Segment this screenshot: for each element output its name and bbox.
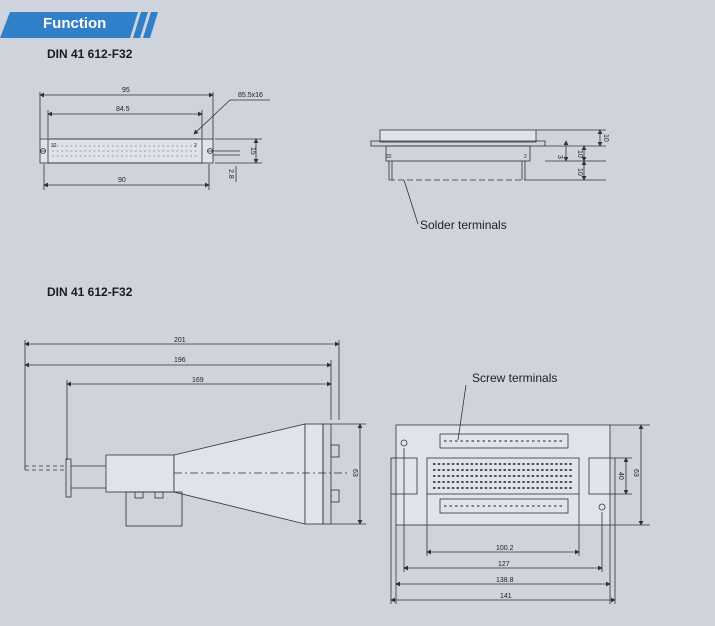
connector-front-view (39, 92, 270, 190)
section2-heading: DIN 41 612-F32 (47, 285, 133, 299)
banner-stripe-2 (143, 12, 158, 38)
dim-196: 196 (174, 357, 186, 364)
dim-15: 15 (249, 147, 256, 155)
dim-141: 141 (500, 593, 512, 600)
section-banner (0, 12, 158, 38)
banner-stripe-1 (133, 12, 148, 38)
dim-63-top: 63 (632, 469, 639, 477)
dim-138-8: 138.8 (496, 577, 514, 584)
dim-100-2: 100.2 (496, 545, 514, 552)
dim-40: 40 (617, 472, 624, 480)
screw-terminals-label: Screw terminals (472, 371, 557, 385)
dim-169: 169 (192, 377, 204, 384)
screw-terminal-rows (444, 440, 564, 507)
side-pin-label-2: 2 (524, 154, 527, 160)
dim-2-8: 2.8 (227, 169, 234, 179)
dim-95: 95 (122, 87, 130, 94)
dim-84-5: 84.5 (116, 106, 130, 113)
dim-10-top: 10 (602, 134, 609, 142)
adapter-side-view (24, 340, 366, 527)
dim-201: 201 (174, 337, 186, 344)
dim-10-mid: 10 (576, 150, 583, 158)
banner-title: Function (43, 15, 107, 32)
pin-label-2: 2 (194, 143, 197, 149)
pin-label-32: 32 (51, 143, 57, 149)
dim-63-side: 63 (351, 469, 358, 477)
dim-90: 90 (118, 177, 126, 184)
dim-127: 127 (498, 561, 510, 568)
dim-hole-size: 85.5x16 (238, 92, 263, 99)
dim-3: 3 (556, 155, 563, 159)
section1-heading: DIN 41 612-F32 (47, 47, 133, 61)
banner-background (0, 12, 138, 38)
adapter-top-view (390, 384, 650, 604)
solder-terminals-label: Solder terminals (420, 218, 507, 232)
connector-side-view (370, 129, 606, 225)
front-pin-grid (52, 145, 198, 157)
side-pin-label-32: 32 (386, 154, 392, 160)
dim-10-bottom: 10 (576, 168, 583, 176)
